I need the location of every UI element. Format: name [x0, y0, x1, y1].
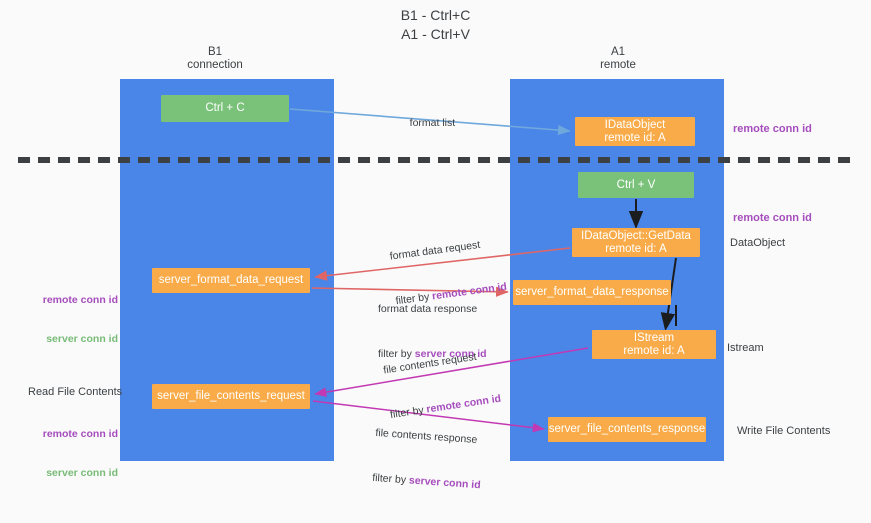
annotation-server-conn-id-left-bottom: server conn id	[46, 467, 118, 479]
edge-arrows	[289, 108, 677, 433]
annotation-conn-ids-bottom: remote conn id server conn id	[22, 402, 118, 506]
edge-label-fcres-filter-prefix: filter by	[371, 471, 410, 487]
edge-label-fcres-filter-key: server conn id	[408, 474, 481, 492]
node-server-format-data-request[interactable]: server_format_data_request	[152, 268, 310, 293]
edge-label-format-data-response: format data response filter by server co…	[378, 272, 487, 392]
edge-label-fdreq-line1: format data request	[389, 238, 481, 263]
section-divider	[18, 157, 853, 163]
edge-label-fcres-line1: file contents response	[375, 426, 478, 447]
node-istream[interactable]: IStream remote id: A	[592, 330, 716, 359]
column-header-b1: B1 connection	[187, 46, 243, 71]
arrow-getdata-istream	[660, 257, 677, 331]
node-server-file-contents-response[interactable]: server_file_contents_response	[548, 417, 706, 442]
arrow-format-list	[289, 108, 571, 136]
annotation-conn-ids-top: remote conn id server conn id	[22, 268, 118, 372]
edge-label-fcres-line2: filter by server conn id	[372, 471, 481, 494]
annotation-write-file-contents: Write File Contents	[737, 425, 831, 437]
diagram-canvas: B1 - Ctrl+C A1 - Ctrl+V B1 connection A1…	[18, 7, 853, 491]
annotation-server-conn-id-left-top: server conn id	[46, 333, 118, 345]
edge-label-format-list-text: format list	[409, 117, 456, 129]
node-server-file-contents-request[interactable]: server_file_contents_request	[152, 384, 310, 409]
annotation-read-file-contents: Read File Contents	[28, 386, 123, 398]
arrow-file-contents-response	[312, 400, 545, 433]
edge-label-fcreq-line1: file contents request	[382, 350, 478, 377]
annotation-istream: Istream	[727, 342, 764, 354]
arrow-format-data-response	[311, 286, 509, 297]
edge-label-fdres-filter-key: server conn id	[414, 348, 487, 360]
arrow-format-data-request	[314, 247, 571, 281]
node-idataobject[interactable]: IDataObject remote id: A	[575, 117, 695, 146]
annotation-remote-conn-id-left-bottom: remote conn id	[42, 428, 118, 440]
annotation-dataobject: DataObject	[730, 237, 786, 249]
annotation-remote-conn-id-mid: remote conn id	[733, 212, 812, 224]
node-ctrl-v[interactable]: Ctrl + V	[578, 172, 694, 198]
node-server-format-data-response[interactable]: server_format_data_response	[513, 280, 671, 305]
edge-label-fdres-line1: format data response	[378, 303, 478, 315]
edge-label-fdres-filter-prefix: filter by	[378, 348, 415, 360]
annotation-remote-conn-id-left-top: remote conn id	[42, 294, 118, 306]
edge-label-file-contents-response: file contents response filter by server …	[370, 396, 487, 523]
diagram-title: B1 - Ctrl+C A1 - Ctrl+V	[400, 7, 471, 42]
arrow-file-contents-request	[314, 347, 589, 397]
annotation-remote-conn-id-top: remote conn id	[733, 123, 812, 135]
node-ctrl-c[interactable]: Ctrl + C	[161, 95, 289, 122]
column-header-a1: A1 remote	[600, 46, 636, 71]
node-idataobject-getdata[interactable]: IDataObject::GetData remote id: A	[572, 228, 700, 257]
edge-label-fdres-line2: filter by server conn id	[378, 347, 487, 362]
edge-label-format-list: format list	[398, 101, 456, 146]
